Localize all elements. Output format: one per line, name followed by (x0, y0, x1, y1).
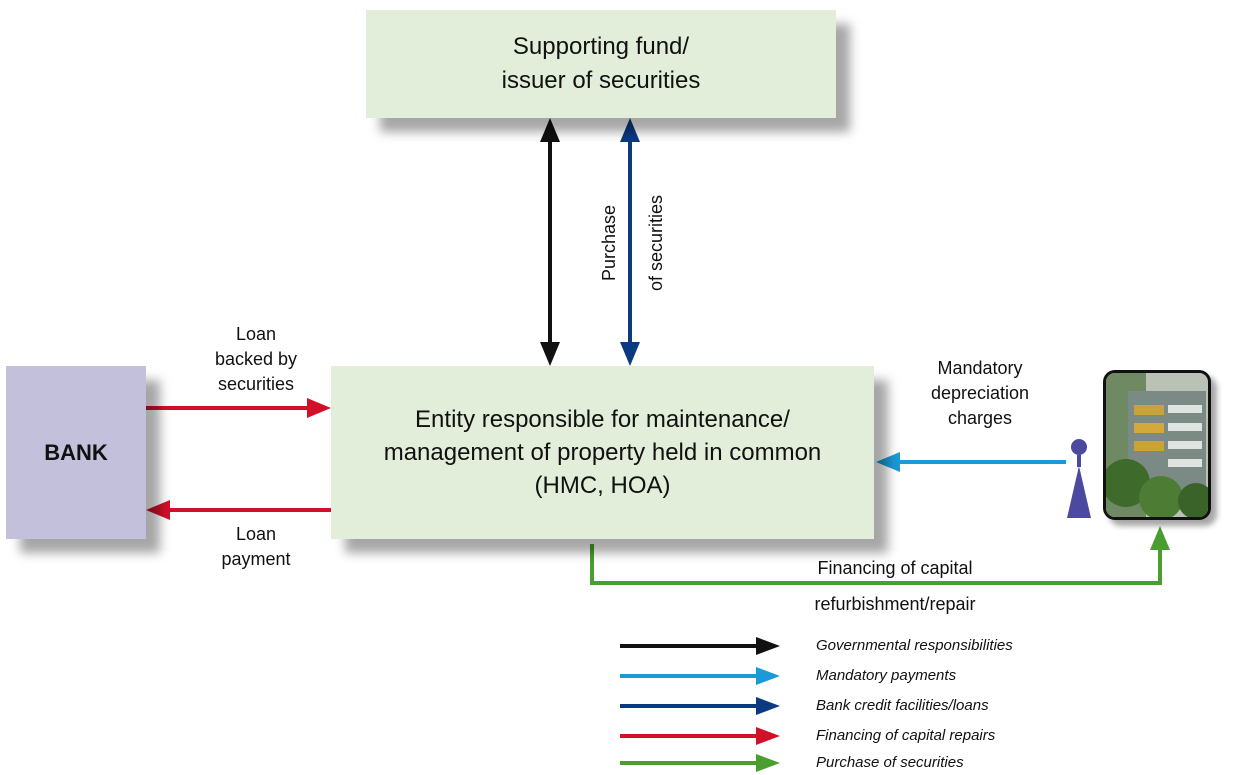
legend-item: Financing of capital repairs (620, 726, 1240, 746)
supporting-fund-box: Supporting fund/ issuer of securities (366, 10, 836, 118)
legend-swatch-bank-credit (620, 697, 780, 715)
governmental-arrow (540, 118, 560, 366)
loan-backed-label: Loan backed by securities (214, 324, 298, 394)
bank-label: BANK (44, 439, 108, 465)
purchase-label-2: of securities (646, 194, 666, 292)
loan-payment-arrow (146, 500, 331, 520)
legend-label: Governmental responsibilities (816, 637, 1013, 654)
loan-backed-arrow (146, 398, 331, 418)
legend-label: Mandatory payments (816, 667, 957, 684)
legend-label: Purchase of securities (816, 754, 964, 771)
legend-label: Financing of capital repairs (816, 727, 996, 744)
financing-label-2: refurbishment/repair (814, 594, 976, 614)
legend-item: Bank credit facilities/loans (620, 696, 1240, 716)
bank-box: BANK (6, 366, 146, 539)
entity-line-2: management of property held in common (383, 439, 822, 466)
mandatory-charges-arrow (876, 452, 1066, 472)
legend-item: Mandatory payments (620, 666, 1240, 686)
legend-item: Governmental responsibilities (620, 636, 1240, 656)
entity-line-1: Entity responsible for maintenance/ (415, 406, 790, 433)
financing-arrow (590, 526, 1170, 585)
financing-label-1: Financing of capital (817, 558, 973, 578)
legend-swatch-mandatory (620, 667, 780, 685)
person-icon (1067, 439, 1091, 518)
purchase-securities-arrow (620, 118, 640, 366)
fund-line-1: Supporting fund/ (512, 33, 690, 60)
legend-swatch-financing (620, 727, 780, 745)
entity-box: Entity responsible for maintenance/ mana… (331, 366, 874, 539)
legend-item: Purchase of securities (620, 753, 1240, 773)
loan-payment-label: Loan payment (221, 524, 291, 569)
building-photo-icon (1103, 370, 1211, 520)
fund-line-2: issuer of securities (501, 67, 701, 94)
legend-swatch-purchase (620, 754, 780, 772)
legend-swatch-governmental (620, 637, 780, 655)
purchase-label-1: Purchase (599, 204, 619, 282)
mandatory-charges-label: Mandatory depreciation charges (930, 358, 1030, 428)
entity-line-3: (HMC, HOA) (534, 472, 671, 499)
legend-label: Bank credit facilities/loans (816, 697, 989, 714)
